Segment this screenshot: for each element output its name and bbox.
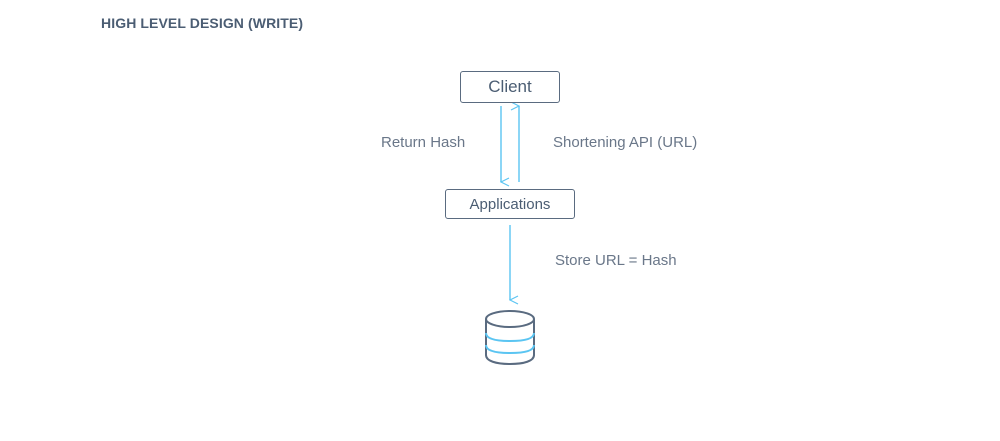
store-url-label: Store URL = Hash <box>555 252 677 269</box>
database-icon <box>485 310 535 365</box>
applications-node: Applications <box>445 189 575 219</box>
diagram-title: HIGH LEVEL DESIGN (WRITE) <box>101 15 304 31</box>
return-hash-label: Return Hash <box>381 134 466 151</box>
client-node: Client <box>460 71 560 103</box>
shortening-api-label: Shortening API (URL) <box>553 134 698 151</box>
